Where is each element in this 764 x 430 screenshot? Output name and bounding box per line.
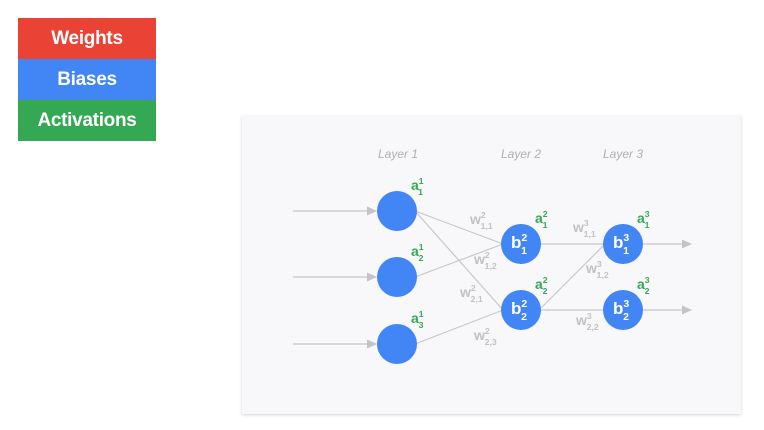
layer-label-3: Layer 3 [603, 147, 643, 161]
edge-l1n2-l2n1 [414, 243, 504, 278]
edge-l1n3-l2n2 [414, 309, 504, 345]
node-layer1-1 [377, 191, 417, 231]
legend-item-weights: Weights [18, 18, 156, 59]
legend: Weights Biases Activations [18, 18, 156, 141]
node-layer3-2 [603, 290, 643, 330]
node-layer2-1 [501, 224, 541, 264]
edge-l2n2-l3n1 [538, 243, 606, 311]
layer-label-1: Layer 1 [378, 147, 418, 161]
legend-item-activations: Activations [18, 100, 156, 141]
node-layer3-1 [603, 224, 643, 264]
legend-item-biases: Biases [18, 59, 156, 100]
node-layer1-3 [377, 324, 417, 364]
node-layer1-2 [377, 257, 417, 297]
layer-label-2: Layer 2 [501, 147, 541, 161]
edge-l1n1-l2n1 [414, 210, 504, 245]
network-diagram-card [242, 116, 741, 414]
node-layer2-2 [501, 290, 541, 330]
